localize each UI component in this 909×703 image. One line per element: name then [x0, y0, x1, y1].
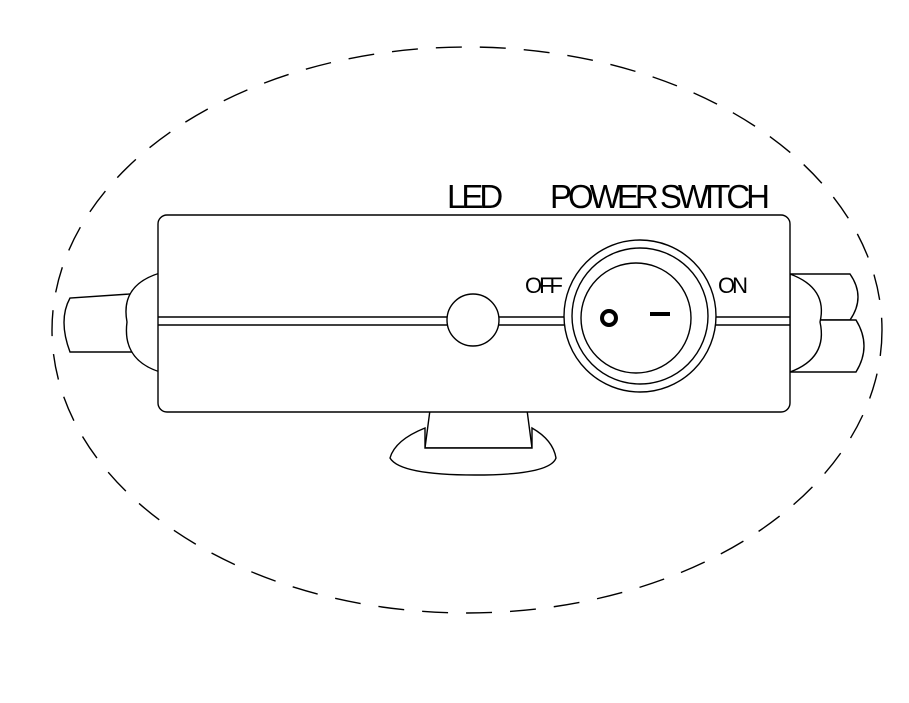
power-switch-rocker: [580, 262, 692, 374]
dashed-outline-ellipse: [51, 46, 883, 614]
led-indicator: [446, 293, 500, 347]
power-switch-label: POWER SWITCH: [550, 178, 768, 215]
left-cable: [63, 272, 161, 373]
bottom-clip: [389, 409, 557, 476]
off-label: OFF: [525, 273, 563, 298]
led-label: LED: [447, 178, 502, 215]
power-switch[interactable]: [563, 239, 717, 393]
on-label: ON: [718, 273, 747, 298]
off-symbol-icon: [600, 309, 618, 327]
right-cables: [789, 272, 865, 374]
